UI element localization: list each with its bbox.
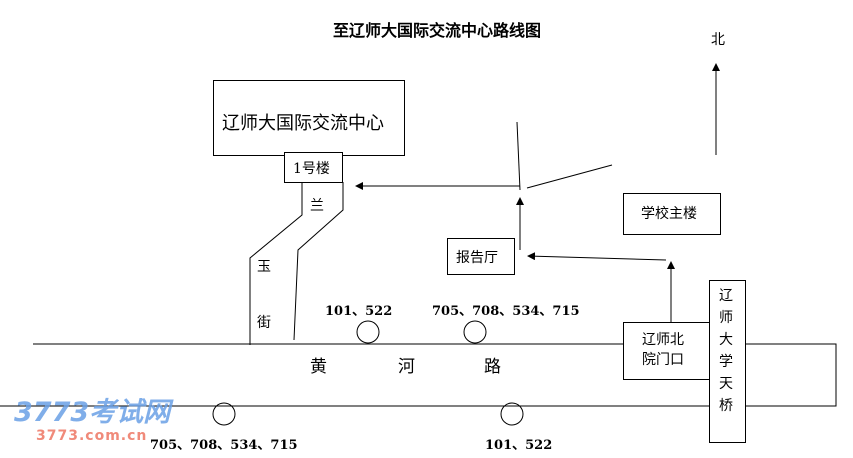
route-arrow-left: [527, 252, 667, 261]
box-intl-center: 辽师大国际交流中心: [213, 80, 405, 156]
char: 师: [719, 310, 733, 326]
bus-routes-label: 705、708、534、715: [432, 304, 580, 319]
bus-stop-icon: [500, 402, 524, 426]
char: 辽: [719, 288, 733, 304]
box-label: 报告厅: [456, 250, 498, 266]
bus-routes-label: 705、708、534、715: [150, 438, 298, 453]
box-north-gate: 辽师北 院门口: [623, 322, 717, 380]
road-lanyu-right: [293, 182, 344, 341]
road-huanghe-top: [0, 343, 837, 407]
street-lanyu-char: 兰: [310, 198, 324, 214]
road-segment: [526, 164, 613, 189]
bus-routes-label: 101、522: [325, 304, 393, 319]
box-hall: 报告厅: [447, 238, 515, 275]
watermark-logo: 3773考试网: [14, 397, 171, 428]
box-label: 1号楼: [293, 161, 330, 177]
street-huanghe-char: 路: [484, 357, 501, 377]
street-lanyu-char: 街: [257, 315, 271, 331]
box-label: 辽师大国际交流中心: [222, 113, 384, 134]
road-lanyu-left: [249, 182, 303, 345]
box-building1: 1号楼: [284, 152, 343, 183]
bus-stop-icon: [212, 402, 236, 426]
char: 学: [719, 354, 733, 370]
box-overpass: 辽 师 大 学 天 桥: [709, 280, 746, 443]
bus-stop-icon: [356, 320, 380, 344]
north-label: 北: [711, 32, 725, 48]
bus-routes-label: 101、522: [485, 438, 553, 453]
road-segment: [516, 121, 521, 191]
street-lanyu-char: 玉: [257, 259, 271, 275]
char: 天: [719, 376, 733, 392]
char: 桥: [719, 398, 733, 414]
box-label: 院门口: [642, 352, 684, 368]
watermark-url: 3773.com.cn: [36, 428, 148, 444]
box-main-building: 学校主楼: [623, 193, 721, 235]
box-label: 学校主楼: [641, 206, 697, 222]
street-huanghe-char: 河: [398, 357, 415, 377]
char: 大: [719, 332, 733, 348]
street-huanghe-char: 黄: [310, 357, 327, 377]
bus-stop-icon: [463, 320, 487, 344]
box-label: 辽师北: [642, 332, 684, 348]
page-title: 至辽师大国际交流中心路线图: [333, 21, 542, 40]
